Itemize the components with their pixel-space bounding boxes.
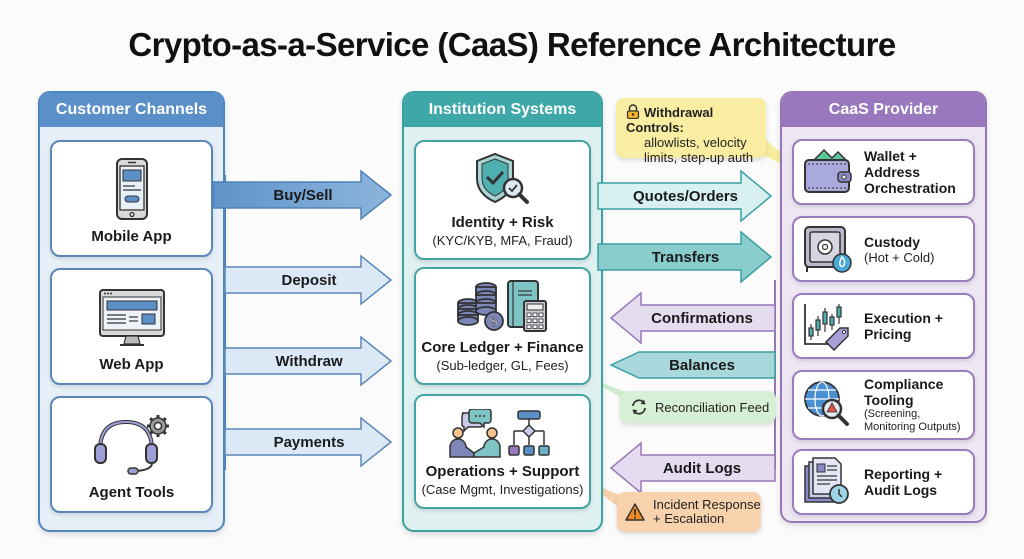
safe-icon [804, 226, 852, 273]
compliance-sub: (Screening, [864, 408, 921, 420]
flow-label-payments: Payments [273, 433, 345, 451]
flow-arrow-transfers[interactable]: Transfers [597, 230, 773, 284]
refresh-icon [632, 399, 646, 415]
desktop-monitor-icon [98, 289, 165, 346]
headset-gear-icon [93, 415, 169, 475]
incident-response-line1: Incident Response [653, 497, 761, 512]
flow-arrow-payments[interactable]: Payments [224, 416, 393, 468]
flow-arrow-confirmations[interactable]: Confirmations [609, 291, 776, 345]
flow-label-deposit: Deposit [281, 271, 337, 289]
coins-ledger-calculator-icon: $ [456, 280, 547, 332]
flow-label-balances: Balances [669, 356, 735, 374]
withdrawal-controls-line2: limits, step-up auth [644, 150, 754, 165]
reporting-label: Reporting + [864, 466, 943, 482]
svg-text:$: $ [490, 315, 497, 329]
compliance-sub-line2: Monitoring Outputs) [864, 421, 961, 433]
operations-support-card[interactable]: Operations + Support (Case Mgmt, Investi… [414, 394, 591, 509]
flow-arrow-deposit[interactable]: Deposit [224, 254, 393, 306]
execution-label: Execution + [864, 310, 943, 326]
caas-provider-header: CaaS Provider [782, 93, 985, 127]
diagram-title: Crypto-as-a-Service (CaaS) Reference Arc… [128, 26, 896, 63]
compliance-label: Compliance [864, 376, 944, 392]
agent-tools-card[interactable]: Agent Tools [50, 396, 213, 513]
operations-support-label: Operations + Support [425, 463, 580, 480]
withdrawal-controls-callout: Withdrawal Controls: allowlists, velocit… [616, 98, 766, 165]
reconciliation-feed-label: Reconciliation Feed [655, 399, 770, 415]
shield-check-magnifier-icon [475, 152, 529, 204]
warning-icon [625, 503, 645, 521]
flow-label-confirmations: Confirmations [651, 309, 753, 327]
wallet-orchestration-card[interactable]: Wallet + Address Orchestration [792, 139, 975, 205]
people-flowchart-icon [448, 409, 550, 458]
compliance-label-line2: Tooling [864, 392, 914, 408]
web-app-label: Web App [99, 356, 164, 373]
institution-systems-column: Institution Systems Identity + Risk (KYC… [402, 91, 603, 532]
execution-pricing-card[interactable]: Execution + Pricing [792, 293, 975, 359]
customer-channels-column: Customer Channels Mobile App [38, 91, 225, 532]
incident-response-callout: Incident Response + Escalation [617, 492, 761, 532]
reporting-audit-card[interactable]: Reporting + Audit Logs [792, 449, 975, 515]
mobile-app-card[interactable]: Mobile App [50, 140, 213, 257]
core-ledger-label: Core Ledger + Finance [421, 339, 584, 356]
identity-risk-label: Identity + Risk [451, 214, 554, 231]
web-app-card[interactable]: Web App [50, 268, 213, 385]
institution-systems-header: Institution Systems [404, 93, 601, 127]
flow-label-buy-sell: Buy/Sell [273, 186, 333, 204]
withdrawal-controls-line1: allowlists, velocity [644, 135, 747, 150]
flow-label-withdraw: Withdraw [275, 352, 343, 370]
custody-sub: (Hot + Cold) [864, 249, 935, 265]
caas-provider-column: CaaS Provider Wallet + Address Orchestra… [780, 91, 987, 523]
identity-risk-card[interactable]: Identity + Risk (KYC/KYB, MFA, Fraud) [414, 140, 591, 260]
execution-label-line2: Pricing [864, 326, 912, 342]
customer-channels-header: Customer Channels [40, 93, 223, 127]
custody-card[interactable]: Custody (Hot + Cold) [792, 216, 975, 282]
flow-arrow-balances[interactable]: Balances [609, 350, 776, 380]
flow-label-transfers: Transfers [651, 248, 720, 266]
wallet-label: Wallet + Address [864, 148, 921, 180]
flow-arrow-audit-logs[interactable]: Audit Logs [609, 441, 776, 495]
lock-icon [626, 104, 640, 120]
flow-arrow-quotes-orders[interactable]: Quotes/Orders [597, 169, 773, 223]
custody-label: Custody [864, 233, 920, 250]
incident-response-line2: + Escalation [653, 511, 725, 526]
compliance-tooling-card[interactable]: Compliance Tooling (Screening, Monitorin… [792, 370, 975, 440]
wallet-icon [804, 148, 852, 193]
flow-label-audit-logs: Audit Logs [662, 459, 742, 477]
mobile-phone-icon [115, 158, 148, 220]
candlestick-tag-icon [804, 304, 849, 352]
flow-arrow-buy-sell[interactable]: Buy/Sell [212, 169, 393, 221]
core-ledger-card[interactable]: $ Core Ledger + Finance (Sub-ledger, GL,… [414, 267, 591, 385]
globe-alert-magnifier-icon [804, 381, 849, 426]
identity-risk-sub: (KYC/KYB, MFA, Fraud) [432, 233, 573, 248]
mobile-app-label: Mobile App [91, 228, 172, 245]
reporting-label-line2: Audit Logs [864, 482, 938, 498]
withdrawal-controls-title: Withdrawal Controls: [626, 105, 714, 135]
operations-support-sub: (Case Mgmt, Investigations) [421, 482, 584, 497]
agent-tools-label: Agent Tools [88, 484, 175, 501]
flow-arrow-withdraw[interactable]: Withdraw [224, 335, 393, 387]
flow-label-quotes-orders: Quotes/Orders [632, 187, 739, 205]
reconciliation-feed-callout: Reconciliation Feed [620, 391, 776, 423]
wallet-label-line2: Orchestration [864, 180, 956, 196]
documents-clock-icon [804, 457, 849, 504]
core-ledger-sub: (Sub-ledger, GL, Fees) [436, 358, 569, 373]
